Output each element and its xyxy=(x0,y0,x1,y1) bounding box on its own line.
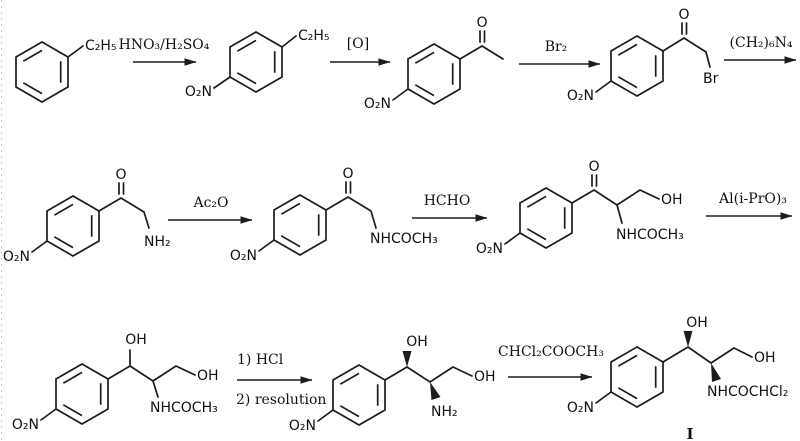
nitro-label: O₂N xyxy=(230,248,257,264)
wedge-bond-nh2 xyxy=(430,382,441,400)
reagent-label: Br₂ xyxy=(545,39,568,55)
hydroxyl-top-label: OH xyxy=(686,315,708,331)
carbonyl-o-label: O xyxy=(476,15,487,31)
wedge-bond-nh xyxy=(711,363,721,382)
hydroxyl-label: OH xyxy=(661,192,683,208)
benzene-ring xyxy=(15,41,69,103)
chain-bonds xyxy=(31,182,150,253)
structure-acetamidodiol: OH OH NHCOCH₃ O₂N xyxy=(12,332,219,433)
chain-bonds xyxy=(213,35,297,89)
arrow-dichloroacetylation: CHCl₂COOCH₃ xyxy=(498,344,604,381)
hydroxyl-right-label: OH xyxy=(754,350,776,366)
reagent-step1-label: 1) HCl xyxy=(237,352,284,368)
reagent-label: HCHO xyxy=(424,193,471,209)
structure-bromoketone: O Br O₂N xyxy=(567,7,719,104)
nitro-label: O₂N xyxy=(3,249,30,265)
reagent-label: CHCl₂COOCH₃ xyxy=(498,344,604,360)
reagent-step2-label: 2) resolution xyxy=(236,392,326,408)
arrow-oxidation: [O] xyxy=(330,36,391,66)
structure-hydroxymethylketone: O OH NHCOCH₃ O₂N xyxy=(476,159,684,257)
amide-label: NHCOCHCl₂ xyxy=(707,384,788,400)
arrow-hexamine: (CH₂)₆N₄ xyxy=(724,35,797,64)
amide-label: NHCOCH₃ xyxy=(150,400,218,416)
hydroxyl-right-label: OH xyxy=(197,368,219,384)
benzene-ring xyxy=(273,194,327,256)
chain-bonds xyxy=(317,366,473,422)
benzene-ring xyxy=(55,363,109,425)
nitro-label: O₂N xyxy=(12,417,39,433)
structure-aminoketone: O NH₂ O₂N xyxy=(3,167,171,265)
nitro-label: O₂N xyxy=(476,241,503,257)
chain-bonds xyxy=(595,22,711,93)
benzene-ring xyxy=(610,346,664,408)
substituent-label: C₂H₅ xyxy=(298,28,330,44)
amine-label: NH₂ xyxy=(144,234,171,250)
structure-aminodiol: OH OH NH₂ O₂N xyxy=(289,334,496,434)
structure-nitroethylbenzene: C₂H₅ O₂N xyxy=(185,28,330,100)
hydroxyl-top-label: OH xyxy=(125,332,147,348)
carbonyl-o-label: O xyxy=(115,167,126,183)
chain-bonds xyxy=(67,45,84,58)
benzene-ring xyxy=(229,31,283,93)
substituent-label: C₂H₅ xyxy=(85,38,117,54)
nitro-label: O₂N xyxy=(364,96,391,112)
carbonyl-o-label: O xyxy=(342,166,353,182)
nitro-label: O₂N xyxy=(289,418,316,434)
chain-bonds xyxy=(40,349,196,421)
chain-bonds xyxy=(595,346,753,404)
bromo-label: Br xyxy=(703,71,719,87)
arrow-nitration: HNO₃/H₂SO₄ xyxy=(119,37,210,66)
reagent-label: (CH₂)₆N₄ xyxy=(730,35,793,51)
structure-acetamidoketone: O NHCOCH₃ O₂N xyxy=(230,166,438,264)
amide-label: NHCOCH₃ xyxy=(370,231,438,247)
reagent-label: Ac₂O xyxy=(192,195,228,211)
amide-label: NHCOCH₃ xyxy=(616,227,684,243)
structure-chloramphenicol: OH OH NHCOCHCl₂ O₂N I xyxy=(567,315,788,441)
arrow-hydrolysis-resolution: 1) HCl 2) resolution xyxy=(236,352,326,408)
structure-ethylbenzene: C₂H₅ xyxy=(15,38,117,103)
arrow-bromination: Br₂ xyxy=(519,39,601,68)
chain-bonds xyxy=(392,30,504,101)
chain-bonds xyxy=(504,174,660,245)
nitro-label: O₂N xyxy=(567,400,594,416)
reagent-label: [O] xyxy=(347,36,369,52)
benzene-ring xyxy=(519,187,573,249)
wedge-bond-oh xyxy=(683,331,693,347)
arrow-reduction: Al(i-PrO)₃ xyxy=(706,191,793,220)
benzene-ring xyxy=(407,43,461,105)
carbonyl-o-label: O xyxy=(588,159,599,175)
hydroxyl-right-label: OH xyxy=(474,369,496,385)
chain-bonds xyxy=(258,181,377,252)
nitro-label: O₂N xyxy=(567,88,594,104)
reagent-label: HNO₃/H₂SO₄ xyxy=(119,37,210,53)
compound-number-label: I xyxy=(686,425,693,441)
amine-label: NH₂ xyxy=(431,404,458,420)
benzene-ring xyxy=(332,364,386,426)
nitro-label: O₂N xyxy=(185,84,212,100)
reagent-label: Al(i-PrO)₃ xyxy=(718,191,787,207)
arrow-aldol: HCHO xyxy=(412,193,488,222)
benzene-ring xyxy=(610,35,664,97)
structure-nitroacetophenone: O O₂N xyxy=(364,15,504,112)
arrow-acetylation: Ac₂O xyxy=(168,195,253,224)
wedge-bond-oh xyxy=(402,351,412,367)
hydroxyl-top-label: OH xyxy=(406,334,428,350)
carbonyl-o-label: O xyxy=(678,7,689,23)
benzene-ring xyxy=(46,195,100,257)
